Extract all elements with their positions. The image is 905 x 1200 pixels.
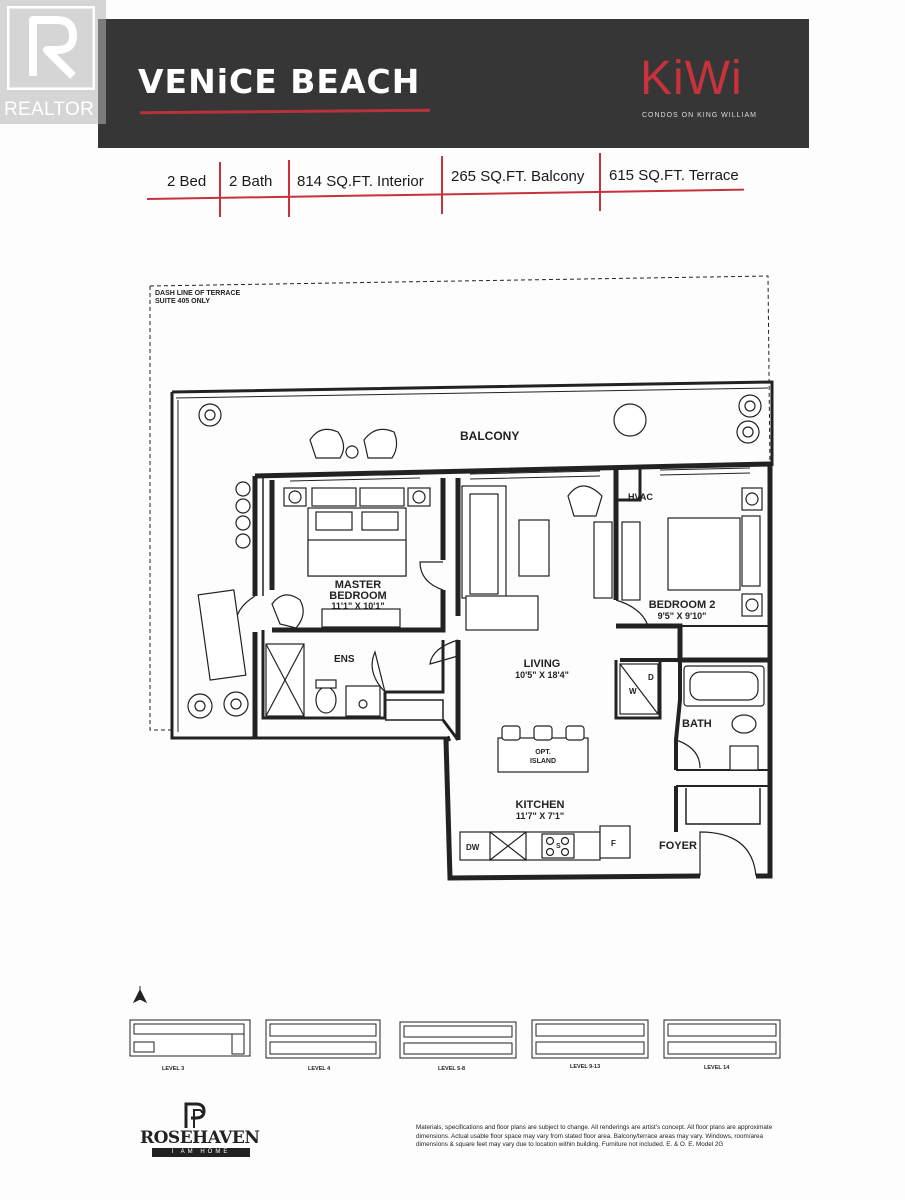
bedroom2-dims: 9'5" X 9'10" xyxy=(658,611,707,621)
keyplan-level-5-8 xyxy=(399,1021,517,1059)
sink-label: S xyxy=(556,843,561,850)
disclaimer-text: Materials, specifications and floor plan… xyxy=(416,1124,773,1148)
header-banner xyxy=(98,19,809,148)
living-label: LIVING xyxy=(524,658,561,670)
fridge-label: F xyxy=(611,839,616,848)
keyplans xyxy=(129,1019,781,1059)
spec-terrace: 615 SQ.FT. Terrace xyxy=(609,167,739,184)
keyplan-label: LEVEL 9-13 xyxy=(570,1064,601,1070)
spec-balcony: 265 SQ.FT. Balcony xyxy=(451,168,585,185)
spec-divider xyxy=(599,153,601,211)
keyplan-level-3 xyxy=(129,1019,251,1057)
master-label-line1: MASTER xyxy=(335,579,382,591)
keyplan-level-4 xyxy=(265,1019,381,1059)
terrace-dash-line xyxy=(149,275,771,731)
foyer-label: FOYER xyxy=(659,840,697,852)
unit-wall xyxy=(254,461,773,881)
spec-divider xyxy=(288,160,290,217)
living-dims: 10'5" X 18'4" xyxy=(515,670,569,680)
realtor-watermark: REALTOR xyxy=(0,0,106,124)
keyplan-label: LEVEL 5-8 xyxy=(438,1066,466,1072)
brand-logo: KiWi xyxy=(640,52,743,105)
builder-tagline: I AM HOME xyxy=(152,1148,250,1157)
keyplan-level-9-13 xyxy=(531,1019,649,1059)
bath-label: BATH xyxy=(682,718,712,730)
builder-name: ROSEHAVEN xyxy=(140,1128,260,1148)
kitchen-label: KITCHEN xyxy=(516,799,565,811)
washer-label: W xyxy=(629,687,637,696)
master-dims: 11'1" X 10'1" xyxy=(331,601,384,611)
rosehaven-logo-icon xyxy=(184,1102,206,1128)
dryer-label: D xyxy=(648,673,654,682)
keyplan-level-14 xyxy=(663,1019,781,1059)
keyplan-label: LEVEL 4 xyxy=(308,1066,331,1072)
north-arrow-icon xyxy=(132,986,148,1004)
ensuite-label: ENS xyxy=(334,654,355,665)
keyplan-label: LEVEL 3 xyxy=(162,1066,185,1072)
island-label-line1: OPT. xyxy=(535,749,551,756)
terrace-note-line2: SUITE 405 ONLY xyxy=(155,298,210,305)
suite-title: VENiCE BEACH xyxy=(138,62,421,101)
balcony-label: BALCONY xyxy=(460,429,519,443)
island-label-line2: ISLAND xyxy=(530,758,556,765)
spec-divider xyxy=(441,156,443,214)
bedroom2-label: BEDROOM 2 xyxy=(649,599,716,611)
terrace-note-line1: DASH LINE OF TERRACE xyxy=(155,290,241,297)
master-label-line2: BEDROOM xyxy=(329,590,386,602)
hvac-label: HVAC xyxy=(628,492,653,502)
spec-divider xyxy=(219,162,221,217)
keyplan-label: LEVEL 14 xyxy=(704,1065,730,1071)
spec-interior: 814 SQ.FT. Interior xyxy=(297,173,424,190)
kitchen-dims: 11'7" X 7'1" xyxy=(516,811,564,821)
balcony-rail-left xyxy=(170,392,450,740)
dishwasher-label: DW xyxy=(466,843,480,852)
spec-bed: 2 Bed xyxy=(167,173,207,190)
brand-tagline: CONDOS ON KING WILLIAM xyxy=(642,112,757,119)
balcony-rail xyxy=(171,380,774,466)
realtor-label: REALTOR xyxy=(4,99,95,120)
realtor-r-icon xyxy=(7,6,95,90)
spec-bath: 2 Bath xyxy=(229,173,273,190)
